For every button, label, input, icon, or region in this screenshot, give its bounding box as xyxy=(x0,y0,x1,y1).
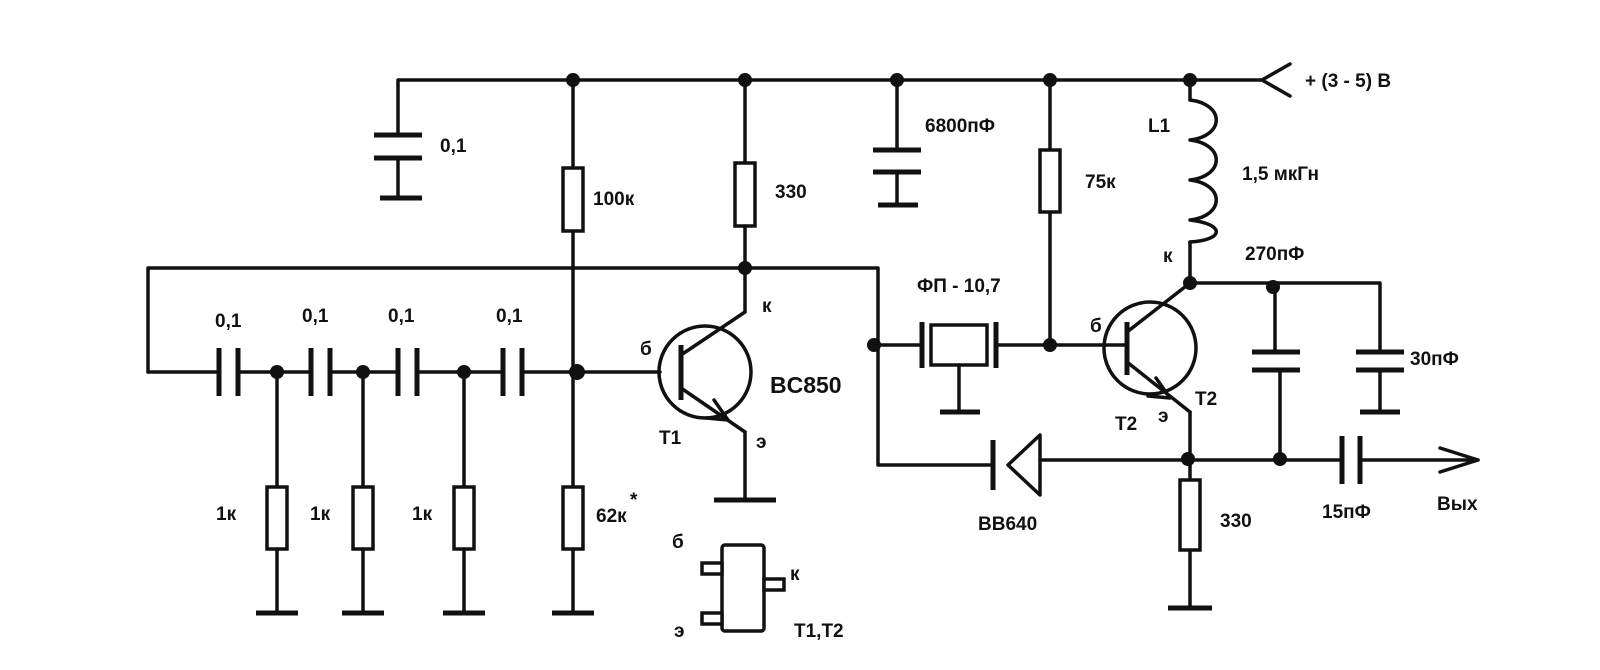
ladder-capacitor-3-label: 0,1 xyxy=(388,306,415,327)
output-capacitor-label: 15пФ xyxy=(1322,502,1371,523)
ladder-capacitor-1-label: 0,1 xyxy=(215,311,242,332)
supply-label: + (3 - 5) В xyxy=(1305,71,1391,92)
t2-collector-label: к xyxy=(1163,246,1173,267)
ladder-resistor-2-label: 1к xyxy=(310,504,331,525)
t2-base-resistor-label: 75к xyxy=(1085,172,1116,193)
t2-name: T2 xyxy=(1115,414,1137,435)
t2-name-right: T2 xyxy=(1195,389,1217,410)
package-pinout xyxy=(700,543,786,633)
inductor-value: 1,5 мкГн xyxy=(1242,164,1319,185)
feedback-wire xyxy=(146,266,992,467)
output-label: Вых xyxy=(1437,494,1478,515)
t1-collector-label: к xyxy=(762,296,772,317)
supply-capacitor-label: 6800пФ xyxy=(925,116,995,137)
ladder-resistor-3-label: 1к xyxy=(412,504,433,525)
t2-base-resistor xyxy=(1038,78,1062,347)
output-stage xyxy=(1278,436,1480,484)
inductor-name: L1 xyxy=(1148,116,1171,137)
bias-resistor xyxy=(561,78,585,374)
ladder-capacitor-2-label: 0,1 xyxy=(302,306,329,327)
tank-capacitor-label: 270пФ xyxy=(1245,244,1304,265)
t1-name: T1 xyxy=(659,428,682,449)
t2-emitter-label: э xyxy=(1158,406,1169,427)
package-collector-label: к xyxy=(790,564,800,585)
t2-base-label: б xyxy=(1090,316,1102,337)
ladder-resistor-1-label: 1к xyxy=(216,504,237,525)
supply-capacitor xyxy=(873,78,921,208)
rc-ladder xyxy=(146,348,662,616)
base-resistor-mark: * xyxy=(630,490,638,511)
emitter-resistor-label: 330 xyxy=(1220,511,1252,532)
junction-dots xyxy=(270,73,1287,466)
varicap-label: BB640 xyxy=(978,514,1037,535)
transistor-t1 xyxy=(657,310,776,503)
trim-capacitor-label: 30пФ xyxy=(1410,349,1459,370)
t1-type: BC850 xyxy=(770,372,842,398)
package-emitter-label: э xyxy=(674,621,685,642)
base-resistor-label: 62к xyxy=(596,506,627,527)
t1-base-label: б xyxy=(640,339,652,360)
bypass-capacitor-label: 0,1 xyxy=(440,136,467,157)
ceramic-filter xyxy=(876,322,1102,415)
t1-emitter-label: э xyxy=(756,432,767,453)
bias-resistor-label: 100к xyxy=(593,189,635,210)
bypass-capacitor xyxy=(374,132,422,201)
inductor-l1 xyxy=(1188,78,1218,285)
tank-capacitors xyxy=(1188,281,1404,462)
transistor-t2 xyxy=(1098,281,1212,611)
collector-resistor-label: 330 xyxy=(775,182,807,203)
package-base-label: б xyxy=(672,532,684,553)
ladder-capacitor-4-label: 0,1 xyxy=(496,306,523,327)
varicap-diode xyxy=(990,433,1284,497)
filter-label: ФП - 10,7 xyxy=(917,276,1001,297)
supply-rail xyxy=(396,62,1292,134)
collector-resistor xyxy=(733,78,757,314)
package-label: T1,T2 xyxy=(794,621,844,642)
